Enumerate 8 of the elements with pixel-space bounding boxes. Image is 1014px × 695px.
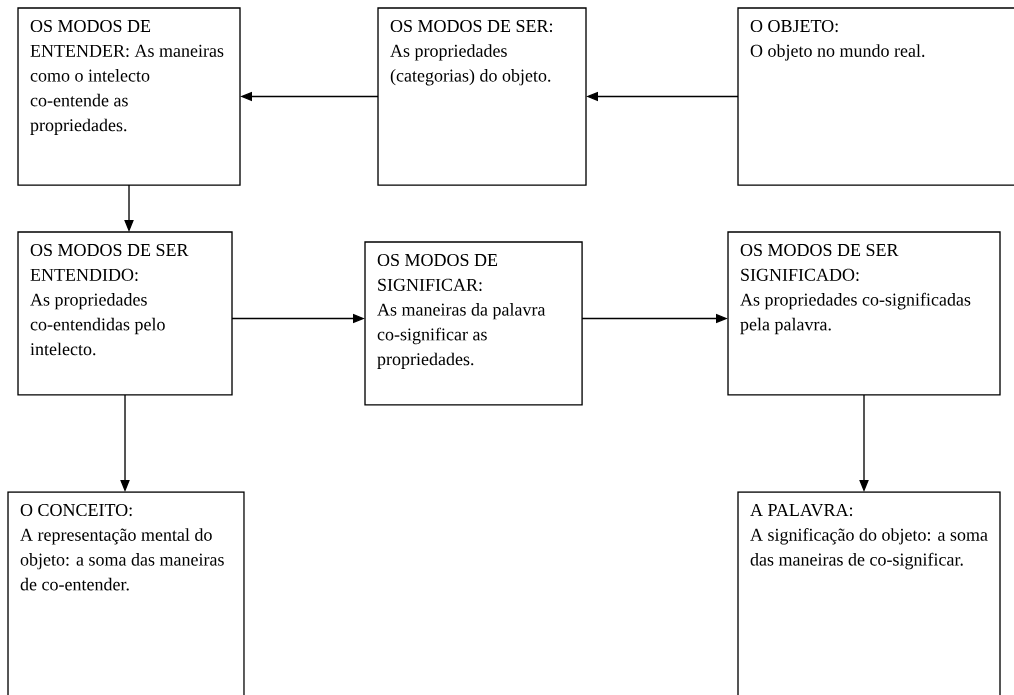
text-box: O CONCEITO: A representação mental do objeto: a soma das maneiras de co-entender. xyxy=(7,491,245,695)
text-box: OS MODOS DE SER: As propriedades (categorias) do objeto. xyxy=(377,7,587,186)
text-box: OS MODOS DE SIGNIFICAR: As maneiras da palavra co-significar as propriedades. xyxy=(364,241,583,406)
text-box: O OBJETO: O objeto no mundo real. xyxy=(737,7,1014,186)
text-box: OS MODOS DE SER ENTENDIDO: As propriedades co-entendidas pelo intelecto. xyxy=(17,231,233,396)
text-box: A PALAVRA: A significação do objeto: a soma das maneiras de co-significar. xyxy=(737,491,1001,695)
text-box: OS MODOS DE SER SIGNIFICADO: As propriedades co-significadas pela palavra. xyxy=(727,231,1001,396)
text-box: OS MODOS DE ENTENDER: As maneiras como o intelecto co-entende as propriedades. xyxy=(17,7,241,186)
